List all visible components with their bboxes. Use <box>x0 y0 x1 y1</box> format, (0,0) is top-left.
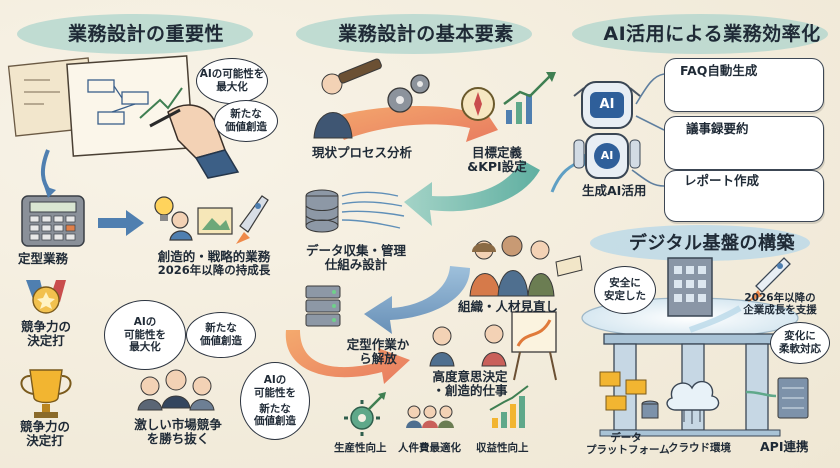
label-data-management: データ収集・管理仕組み設計 <box>305 243 406 273</box>
label-report-creation: レポート作成 <box>684 173 760 188</box>
business-crowd-illustration <box>137 369 215 411</box>
label-generative-ai: 生成AI活用 <box>582 183 647 198</box>
label-creative-work: 創造的・戦略的業務 2026年以降の持成長 <box>157 249 271 278</box>
cost-optimization-people-icon <box>406 405 454 428</box>
compass-icon <box>461 87 495 121</box>
label-growth-support: 2026年以降の企業成長を支援 <box>743 292 817 317</box>
calculator-icon <box>21 195 85 247</box>
hand-with-pen-illustration <box>149 104 240 179</box>
bubble-ai-value-bottom: AIの可能性を新たな価値創造 <box>240 362 310 440</box>
profit-chart-icon <box>489 385 529 428</box>
flowchart-papers-illustration <box>7 55 194 157</box>
title-ai: AI活用による業務効率化 <box>603 23 821 45</box>
bubble-safe-stable: 安全に安定した <box>594 266 656 314</box>
database-icon <box>305 189 339 233</box>
ai-robot-illustration <box>573 81 641 179</box>
label-data-platform: データプラットフォーム <box>586 432 670 457</box>
bubble-flexible-change: 変化に柔軟対応 <box>770 322 830 364</box>
title-importance: 業務設計の重要性 <box>67 23 224 45</box>
flow-arrow-orange-bottom <box>285 330 410 384</box>
api-server-icon <box>745 377 809 419</box>
label-faq-generation: FAQ自動生成 <box>680 63 758 78</box>
bubble-new-value-top: 新たな価値創造 <box>214 100 278 142</box>
label-minutes-summary: 議事録要約 <box>686 121 749 136</box>
bubble-maximize-ai-top: AIの可能性を最大化 <box>196 58 268 104</box>
server-icon <box>305 285 341 327</box>
flow-arrow-orange-top <box>330 100 498 142</box>
label-goal-kpi: 目標定義&KPI設定 <box>467 145 527 175</box>
folders-icon <box>599 371 659 419</box>
label-api-integration: API連携 <box>760 439 809 454</box>
arrow-to-calculator <box>41 149 52 194</box>
creative-work-illustration <box>154 195 269 244</box>
connector-robot-to-tasks <box>631 73 665 187</box>
flow-arrow-blue-lower <box>364 266 470 334</box>
label-routine-work: 定型業務 <box>18 251 69 266</box>
label-cost-optimization: 人件費最適化 <box>398 442 461 454</box>
robot-body-ai-label: AI <box>600 149 614 162</box>
cloud-icon <box>666 380 720 424</box>
task-card-report <box>664 170 824 222</box>
robot-ai-label: AI <box>599 97 615 112</box>
productivity-gear-icon <box>344 392 386 436</box>
title-backdrop-digital <box>590 225 810 261</box>
label-release-routine: 定型作業から解放 <box>346 337 410 367</box>
task-card-faq <box>664 58 824 112</box>
title-digital: デジタル基盤の構築 <box>628 233 796 254</box>
label-productivity: 生産性向上 <box>334 442 387 454</box>
task-card-minutes <box>664 116 824 170</box>
label-profitability: 収益性向上 <box>476 442 529 454</box>
title-backdrop-ai <box>572 14 828 54</box>
label-advanced-decision: 高度意思決定・創造的仕事 <box>432 369 508 399</box>
growth-chart-icon <box>503 72 556 124</box>
label-competitive-edge-2: 競争力の決定打 <box>19 419 70 449</box>
bubble-new-value-mid: 新たな価値創造 <box>186 312 256 358</box>
label-cloud-environment: クラウド環境 <box>668 442 731 454</box>
label-org-review: 組織・人材見直し <box>458 299 559 314</box>
bubble-maximize-ai-mid: AIの可能性を最大化 <box>104 300 186 370</box>
easel-illustration <box>429 311 557 381</box>
data-stream-lines <box>341 191 405 229</box>
rocket-icon <box>688 257 791 333</box>
arrow-routine-to-creative <box>98 210 144 236</box>
team-handshake-illustration <box>469 235 583 297</box>
title-elements: 業務設計の基本要素 <box>338 23 514 45</box>
label-process-analysis: 現状プロセス分析 <box>312 145 413 160</box>
label-competitive-edge-1: 競争力の決定打 <box>20 319 71 349</box>
medal-icon <box>26 280 66 314</box>
flow-arrow-teal-middle <box>404 160 540 226</box>
title-backdrop-elements <box>296 14 532 54</box>
label-market-competition: 激しい市場競争を勝ち抜く <box>134 417 222 447</box>
title-backdrop-importance <box>17 14 253 54</box>
telescope-person-illustration <box>313 58 430 139</box>
trophy-icon <box>20 369 72 418</box>
